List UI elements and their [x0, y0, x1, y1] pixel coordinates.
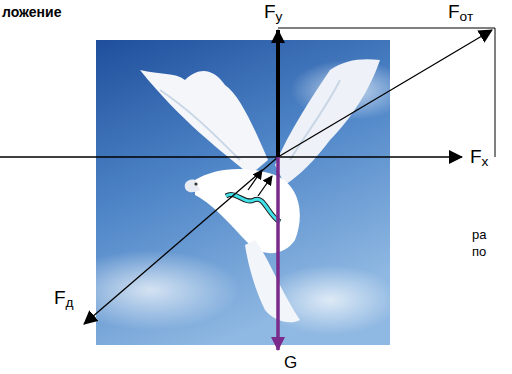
- text-fragment: ра: [472, 228, 486, 241]
- fx-arrow: [0, 156, 462, 157]
- wing-curve: [226, 195, 280, 222]
- force-label: G: [284, 354, 297, 371]
- force-label: Fx: [470, 147, 488, 169]
- resultant-arrow: [278, 30, 492, 157]
- gravity-arrow: [276, 157, 280, 350]
- heading-fragment: ложение: [2, 5, 61, 19]
- drag-arrow: [84, 157, 278, 324]
- parallelogram-line: [495, 28, 496, 157]
- wing-curve-outline: [226, 195, 280, 222]
- dove-photo: [60, 40, 410, 345]
- force-label: Fу: [264, 2, 282, 24]
- small-arrow: [258, 176, 272, 196]
- lift-arrow: [276, 30, 280, 157]
- force-label: Fд: [54, 288, 74, 310]
- text-fragment: по: [472, 245, 486, 258]
- parallelogram-line: [278, 28, 495, 29]
- force-label: Fот: [448, 2, 473, 24]
